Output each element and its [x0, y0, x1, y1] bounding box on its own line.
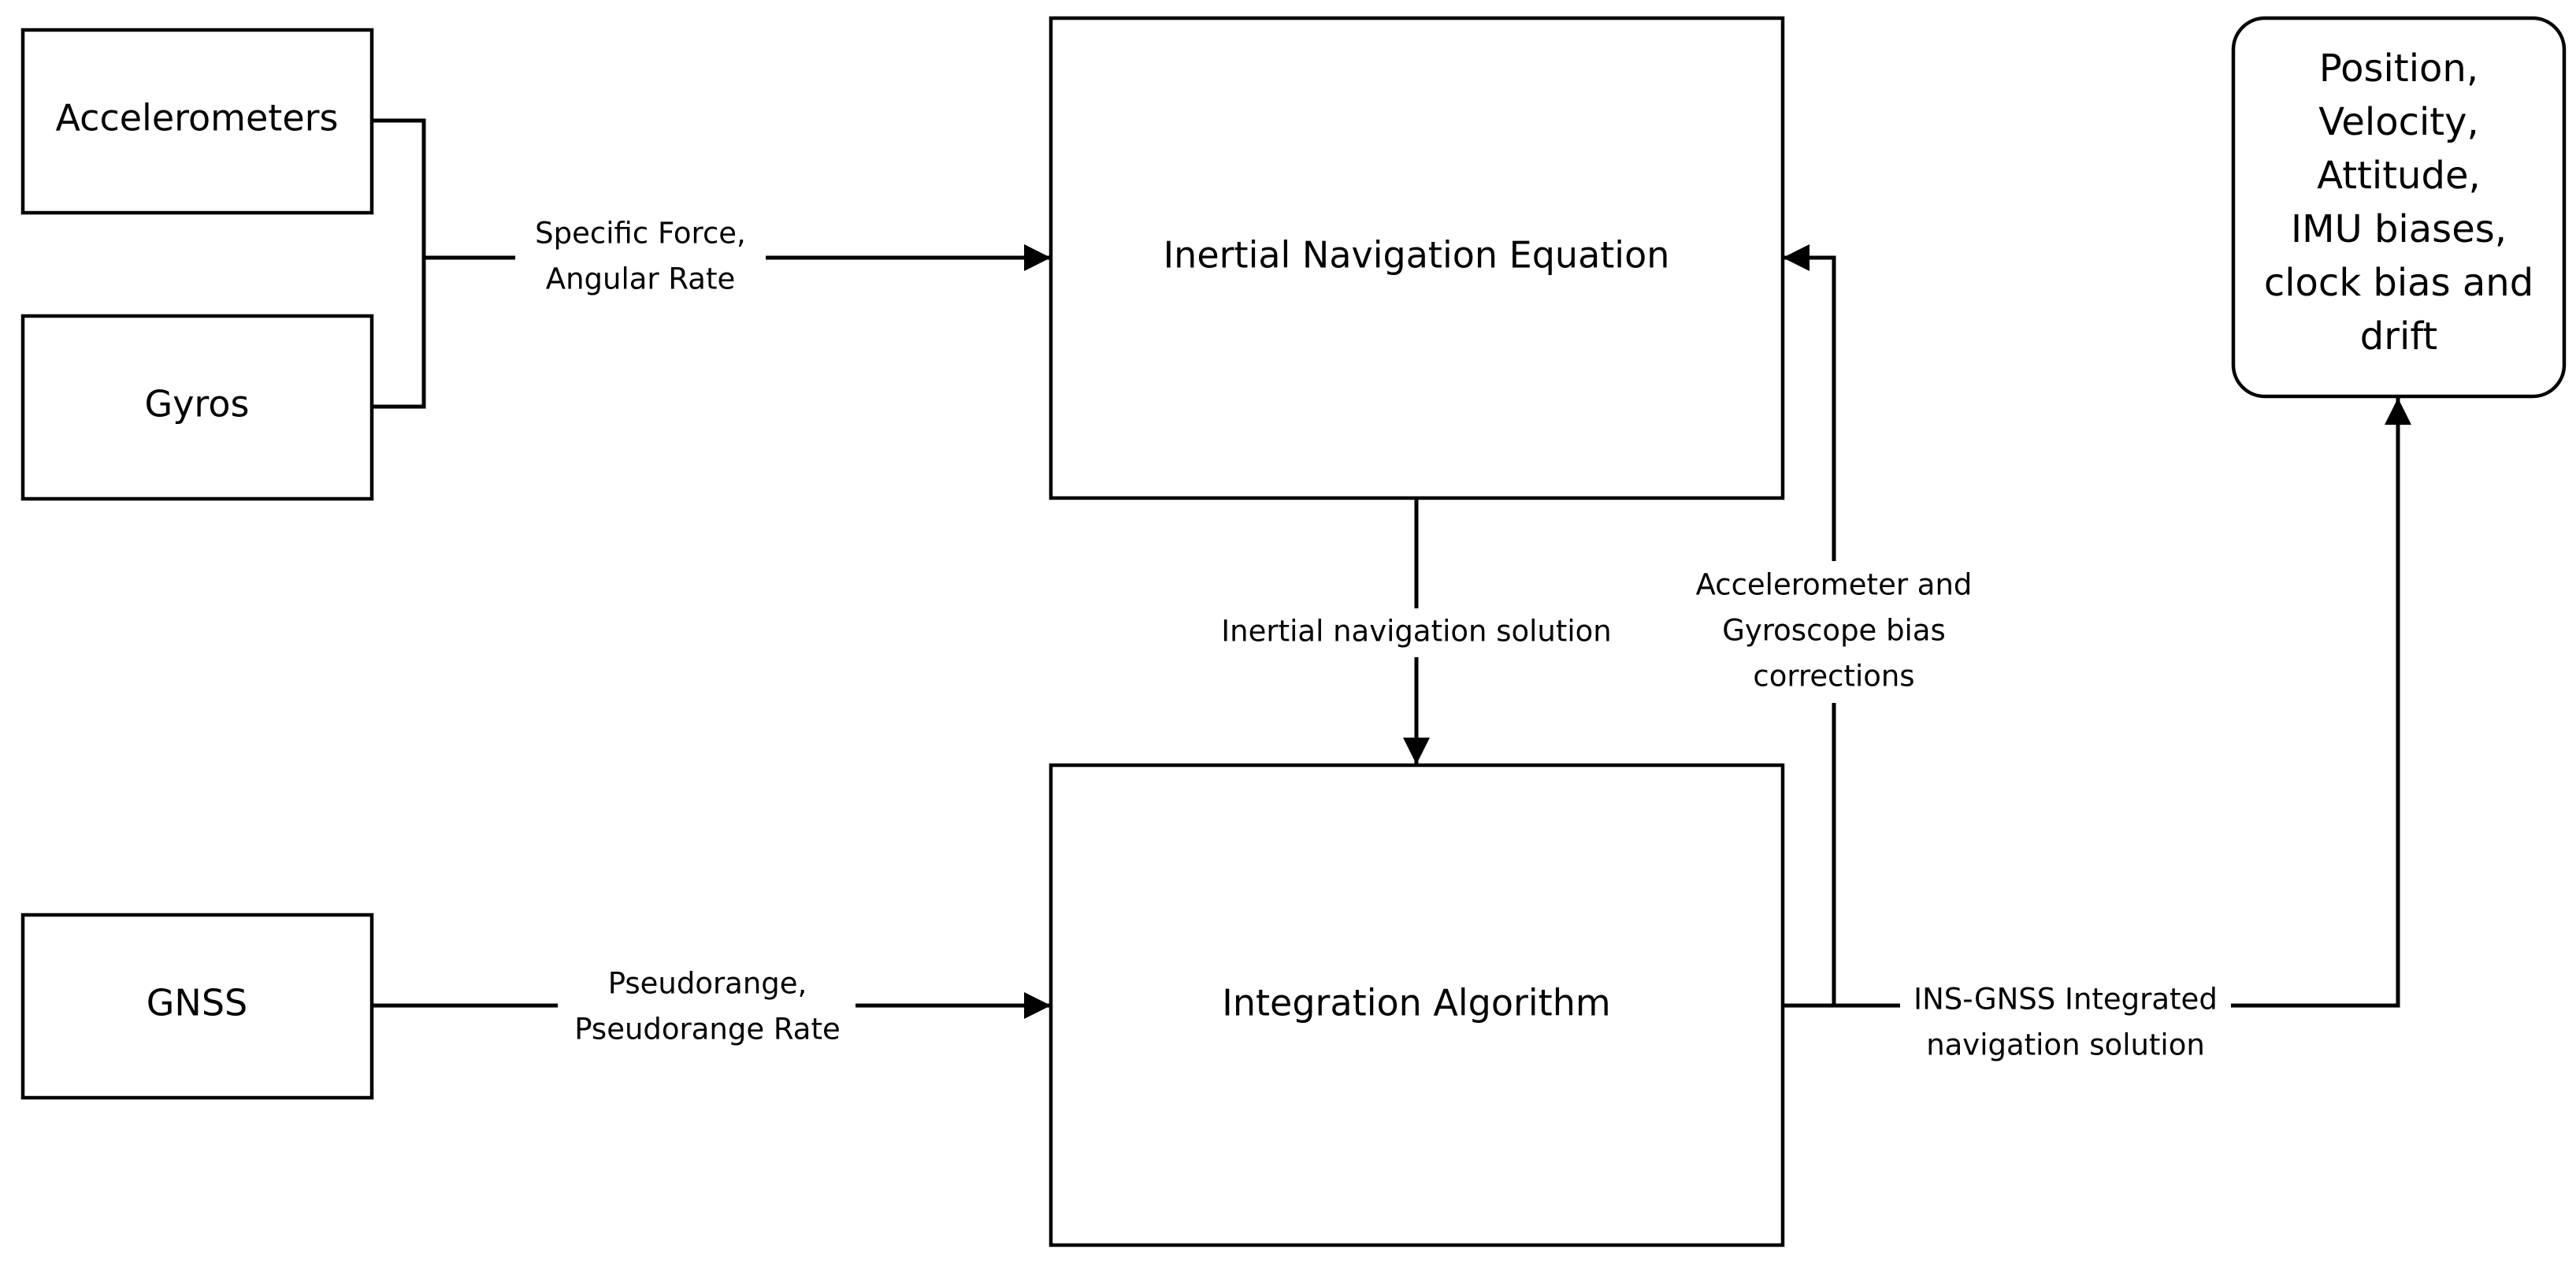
gyros-block: Gyros	[20, 314, 374, 501]
gnss-label: GNSS	[147, 982, 247, 1024]
bias-feedback-label-line-2: Gyroscope bias	[1722, 614, 1946, 648]
gnss-to-integration-label-line-2: Pseudorange Rate	[574, 1013, 840, 1047]
integrated-solution-label-line-2: navigation solution	[1926, 1028, 2205, 1062]
bias-feedback-label-line-1: Accelerometer and	[1696, 568, 1973, 602]
accelerometers-label: Accelerometers	[56, 97, 339, 139]
accelerometers-connector	[372, 118, 426, 258]
outputs-line-clock-bias: clock bias and	[2264, 261, 2533, 305]
inertial-navigation-equation-label: Inertial Navigation Equation	[1164, 234, 1670, 277]
outputs-line-velocity: Velocity,	[2318, 100, 2479, 144]
gyros-connector	[372, 258, 426, 409]
integrated-solution-edge-label: INS-GNSS Integrated navigation solution	[1900, 980, 2231, 1078]
gnss-to-integration-label-line-1: Pseudorange,	[608, 967, 807, 1001]
ine-to-integration-edge-label: Inertial navigation solution	[1197, 608, 1635, 657]
bias-feedback-label-line-3: corrections	[1753, 660, 1914, 693]
outputs-block: Position, Velocity, Attitude, IMU biases…	[2231, 16, 2567, 399]
outputs-line-position: Position,	[2319, 46, 2478, 91]
ine-to-integration-label: Inertial navigation solution	[1221, 615, 1611, 649]
integration-algorithm-label: Integration Algorithm	[1222, 982, 1610, 1024]
imu-to-ine-label-line-2: Angular Rate	[546, 262, 735, 296]
integrated-solution-label-line-1: INS-GNSS Integrated	[1913, 983, 2218, 1017]
bias-feedback-edge-label: Accelerometer and Gyroscope bias correct…	[1673, 561, 1995, 703]
inertial-navigation-equation-block: Inertial Navigation Equation	[1049, 16, 1785, 500]
integration-algorithm-block: Integration Algorithm	[1049, 763, 1785, 1247]
gnss-block: GNSS	[20, 913, 374, 1100]
imu-to-ine-label-line-1: Specific Force,	[535, 217, 746, 251]
imu-to-ine-edge-label: Specific Force, Angular Rate	[515, 206, 766, 304]
gyros-label: Gyros	[145, 383, 250, 426]
outputs-line-attitude: Attitude,	[2317, 154, 2480, 198]
bias-feedback-arrow	[1783, 244, 1836, 1006]
outputs-line-drift: drift	[2360, 314, 2437, 359]
gnss-to-integration-edge-label: Pseudorange, Pseudorange Rate	[558, 961, 856, 1059]
accelerometers-block: Accelerometers	[20, 28, 374, 215]
outputs-line-imu-biases: IMU biases,	[2291, 207, 2507, 251]
